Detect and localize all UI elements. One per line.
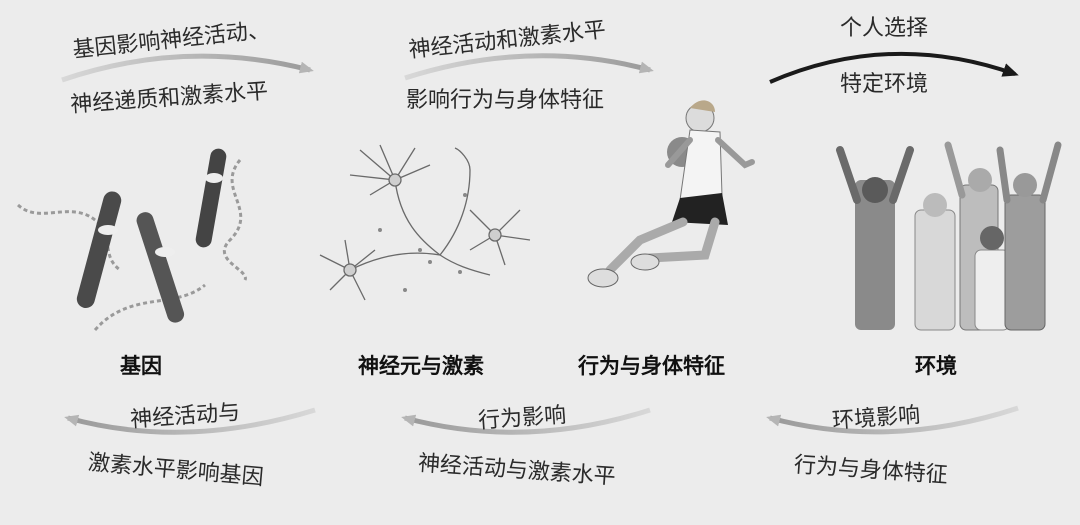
arrow-environment-to-behavior bbox=[766, 405, 1019, 435]
caption-neural-affects-behavior-2: 影响行为与身体特征 bbox=[406, 88, 605, 113]
caption-environment-affects-behavior-1: 环境影响 bbox=[831, 402, 921, 435]
node-label-genes: 基因 bbox=[120, 354, 162, 378]
basketball-player-illustration bbox=[587, 100, 755, 288]
arrow-behavior-to-neurons bbox=[401, 407, 651, 435]
arrow-genes-to-neurons bbox=[61, 53, 314, 83]
caption-specific-environment: 特定环境 bbox=[840, 72, 929, 97]
neuron-illustration bbox=[319, 144, 531, 301]
chromosome-illustration bbox=[16, 148, 247, 331]
cheering-crowd-illustration bbox=[836, 141, 1062, 331]
caption-behavior-affects-neural-1: 行为影响 bbox=[477, 402, 567, 435]
node-label-behavior-physique: 行为与身体特征 bbox=[578, 354, 725, 378]
node-label-environment: 环境 bbox=[915, 354, 957, 378]
arrow-neurons-to-genes bbox=[64, 407, 316, 435]
arrow-neurons-to-behavior bbox=[404, 53, 654, 81]
arrow-behavior-to-environment bbox=[769, 51, 1019, 84]
node-label-neurons-hormones: 神经元与激素 bbox=[358, 354, 484, 378]
caption-personal-choice: 个人选择 bbox=[840, 16, 929, 41]
